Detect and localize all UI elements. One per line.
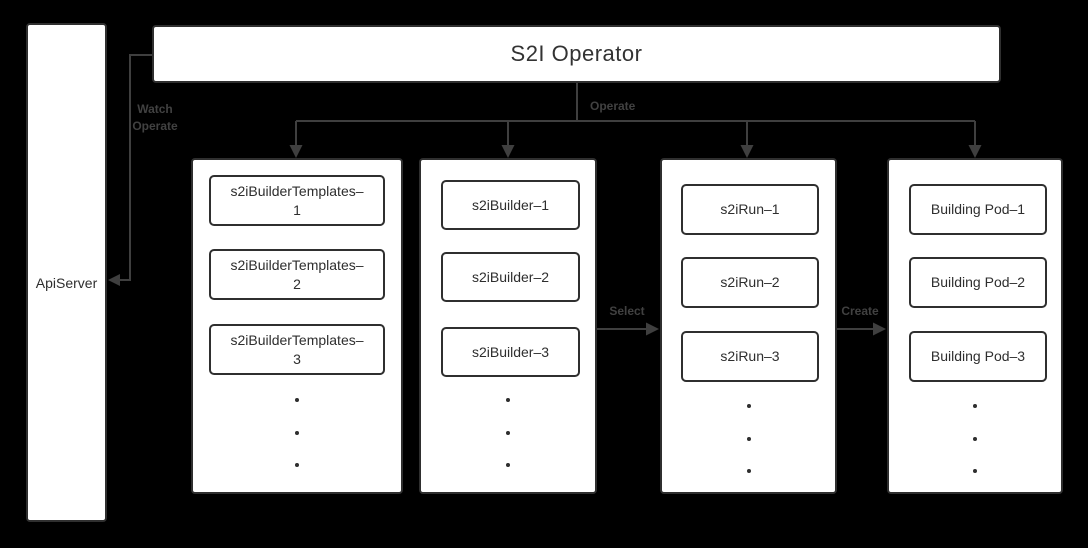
node-box: s2iRun–1 <box>681 184 819 235</box>
ellipsis-dot <box>506 431 510 435</box>
ellipsis-dot <box>746 469 751 473</box>
node-box: s2iBuilderTemplates– 1 <box>209 175 385 226</box>
node-box: s2iBuilderTemplates– 3 <box>209 324 385 375</box>
column-s2i-builders: s2iBuilder–1 s2iBuilder–2 s2iBuilder–3 <box>419 158 597 494</box>
ellipsis-dot <box>973 404 977 408</box>
select-arrowhead <box>646 322 659 336</box>
ellipsis-dot <box>973 437 977 441</box>
branch-arrowhead-4 <box>968 145 982 158</box>
ellipsis-dot <box>746 404 751 408</box>
column-s2i-runs: s2iRun–1 s2iRun–2 s2iRun–3 <box>660 158 837 494</box>
node-box: s2iBuilder–2 <box>441 252 580 302</box>
ellipsis-dot <box>295 431 299 435</box>
operate-label: Operate <box>590 99 636 113</box>
ellipsis-dot <box>295 398 299 402</box>
ellipsis-dot <box>506 463 510 467</box>
select-label: Select <box>609 304 645 318</box>
branch-arrowhead-3 <box>740 145 754 158</box>
watch-operate-label: Watch Operate <box>132 102 178 133</box>
node-box: s2iBuilderTemplates– 2 <box>209 249 385 300</box>
node-box: Building Pod–1 <box>909 184 1047 235</box>
branch-arrowhead-2 <box>501 145 515 158</box>
ellipsis-dot <box>746 437 751 441</box>
node-box: Building Pod–2 <box>909 257 1047 308</box>
node-box: s2iBuilder–1 <box>441 180 580 230</box>
node-box: s2iRun–2 <box>681 257 819 308</box>
ellipsis-dot <box>295 463 299 467</box>
s2i-operator-box: S2I Operator <box>152 25 1001 83</box>
column-building-pods: Building Pod–1 Building Pod–2 Building P… <box>887 158 1063 494</box>
watch-operate-arrowhead <box>108 274 120 286</box>
create-label: Create <box>841 304 879 318</box>
node-box: Building Pod–3 <box>909 331 1047 382</box>
apiserver-box: ApiServer <box>26 23 107 522</box>
watch-operate-arrow-line <box>118 54 152 281</box>
branch-arrowhead-1 <box>289 145 303 158</box>
apiserver-label: ApiServer <box>35 275 98 291</box>
column-s2i-builder-templates: s2iBuilderTemplates– 1 s2iBuilderTemplat… <box>191 158 403 494</box>
ellipsis-dot <box>506 398 510 402</box>
node-box: s2iRun–3 <box>681 331 819 382</box>
node-box: s2iBuilder–3 <box>441 327 580 377</box>
ellipsis-dot <box>973 469 977 473</box>
diagram-title: S2I Operator <box>510 41 643 66</box>
create-arrowhead <box>873 322 886 336</box>
